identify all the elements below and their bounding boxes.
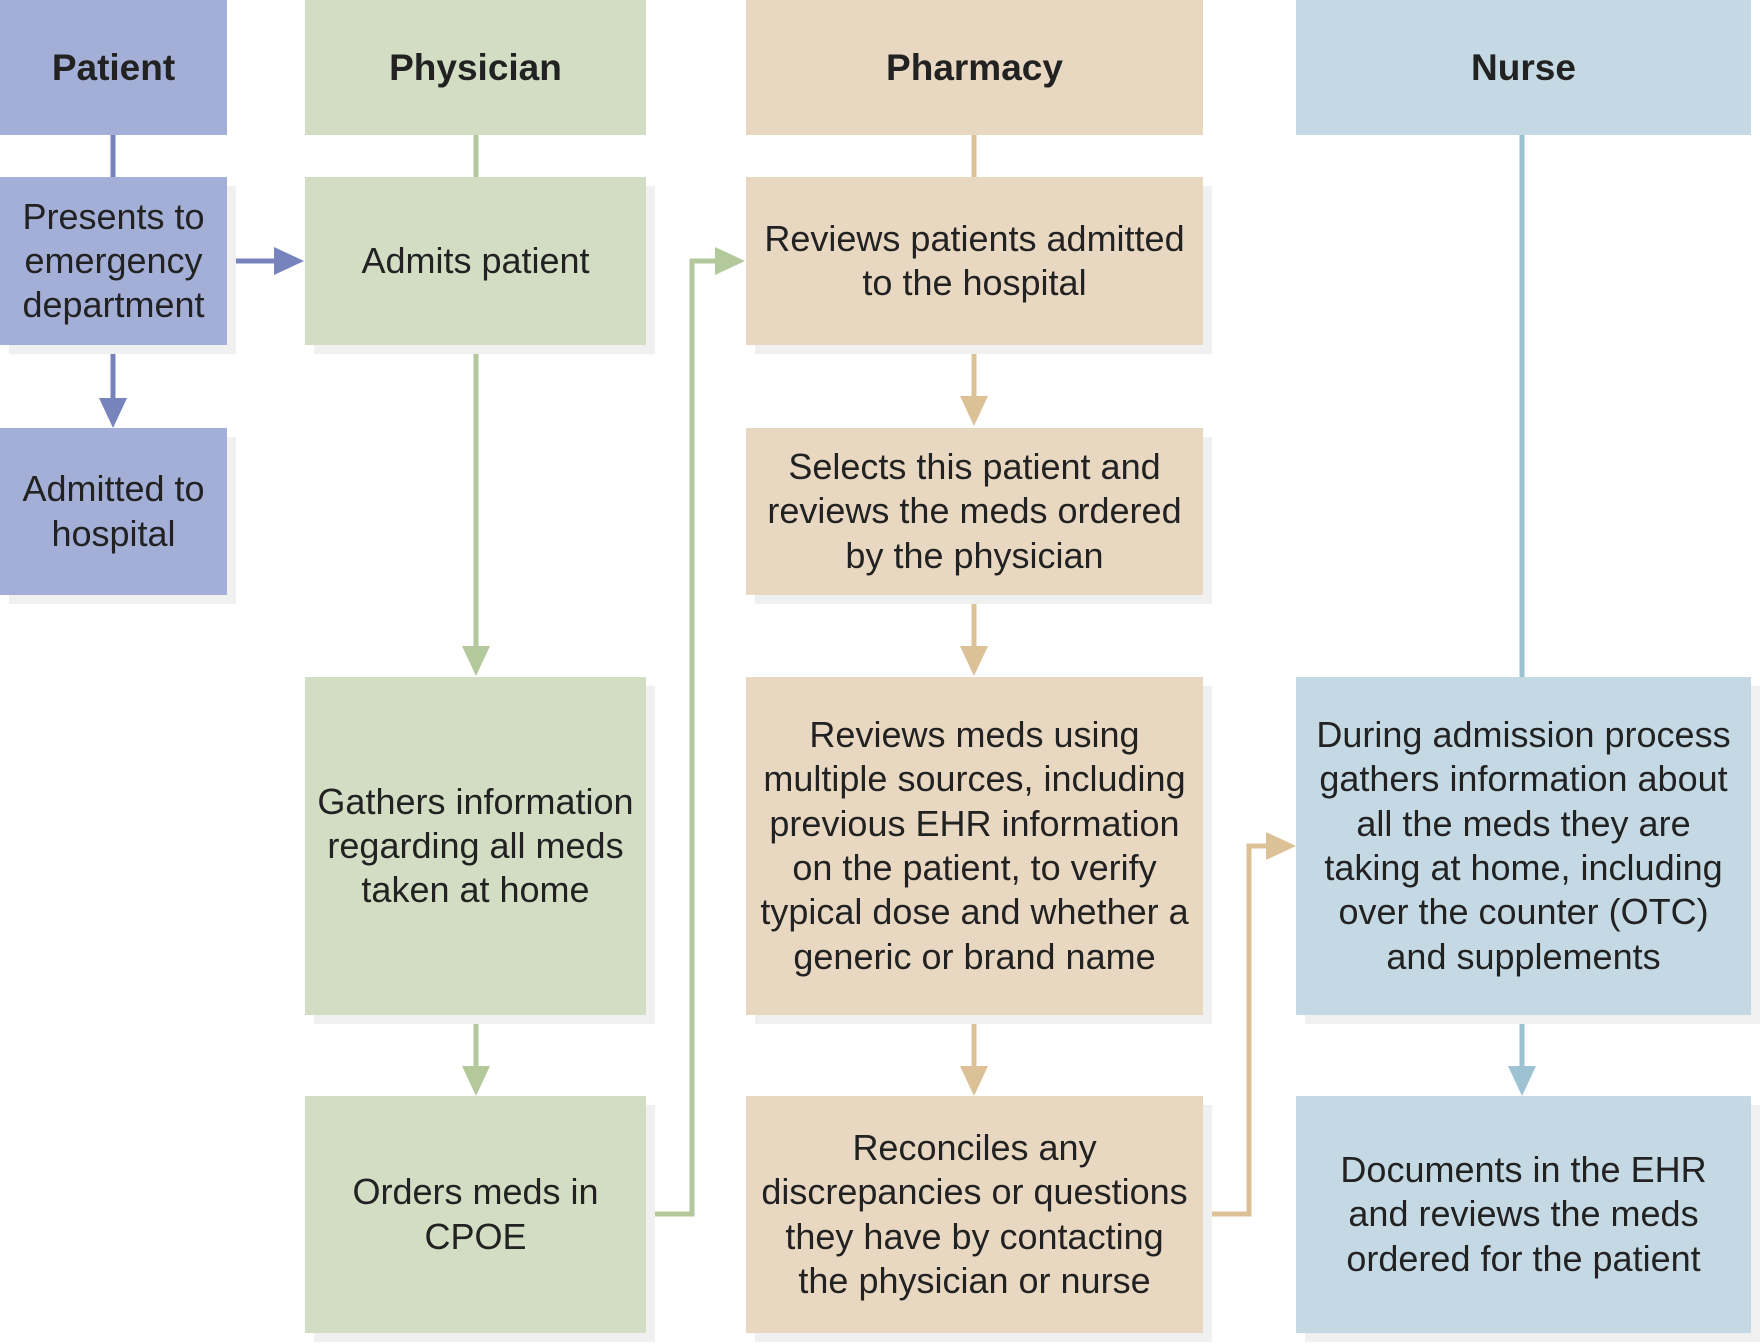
- physician-to-pharmacy-arrowhead: [715, 247, 745, 275]
- physician-step-gathers-information: Gathers information regarding all meds t…: [305, 677, 646, 1015]
- patient-arrowhead-right: [274, 247, 304, 275]
- physician-to-pharmacy-connector: [646, 258, 717, 1217]
- pharmacy-step-reviews-meds: Reviews meds using multiple sources, inc…: [746, 677, 1203, 1015]
- physician-arrowhead-1: [462, 646, 490, 676]
- pharmacy-to-nurse-connector: [1203, 843, 1268, 1217]
- patient-connectors: [110, 135, 276, 400]
- pharmacy-step-selects-patient: Selects this patient and reviews the med…: [746, 428, 1203, 595]
- physician-connectors: [473, 135, 717, 1217]
- pharmacy-arrowhead-2: [960, 646, 988, 676]
- physician-arrowhead-2: [462, 1066, 490, 1096]
- nurse-arrowhead: [1508, 1066, 1536, 1096]
- pharmacy-step-reconciles: Reconciles any discrepancies or question…: [746, 1096, 1203, 1333]
- physician-step-admits-patient: Admits patient: [305, 177, 646, 345]
- physician-column-header: Physician: [305, 0, 646, 135]
- nurse-step-documents-in-ehr: Documents in the EHR and reviews the med…: [1296, 1096, 1751, 1333]
- pharmacy-step-reviews-admitted: Reviews patients admitted to the hospita…: [746, 177, 1203, 345]
- pharmacy-to-nurse-arrowhead: [1266, 832, 1296, 860]
- patient-column-header: Patient: [0, 0, 227, 135]
- pharmacy-arrowhead-1: [960, 396, 988, 426]
- physician-step-orders-meds: Orders meds in CPOE: [305, 1096, 646, 1333]
- nurse-column-header: Nurse: [1296, 0, 1751, 135]
- pharmacy-arrowhead-3: [960, 1066, 988, 1096]
- pharmacy-column-header: Pharmacy: [746, 0, 1203, 135]
- pharmacy-connectors: [971, 135, 1268, 1217]
- patient-arrowhead-down: [99, 398, 127, 428]
- nurse-step-gathers-information: During admission process gathers informa…: [1296, 677, 1751, 1015]
- patient-step-admitted: Admitted to hospital: [0, 428, 227, 595]
- patient-step-presents-to-ed: Presents to emergency department: [0, 177, 227, 345]
